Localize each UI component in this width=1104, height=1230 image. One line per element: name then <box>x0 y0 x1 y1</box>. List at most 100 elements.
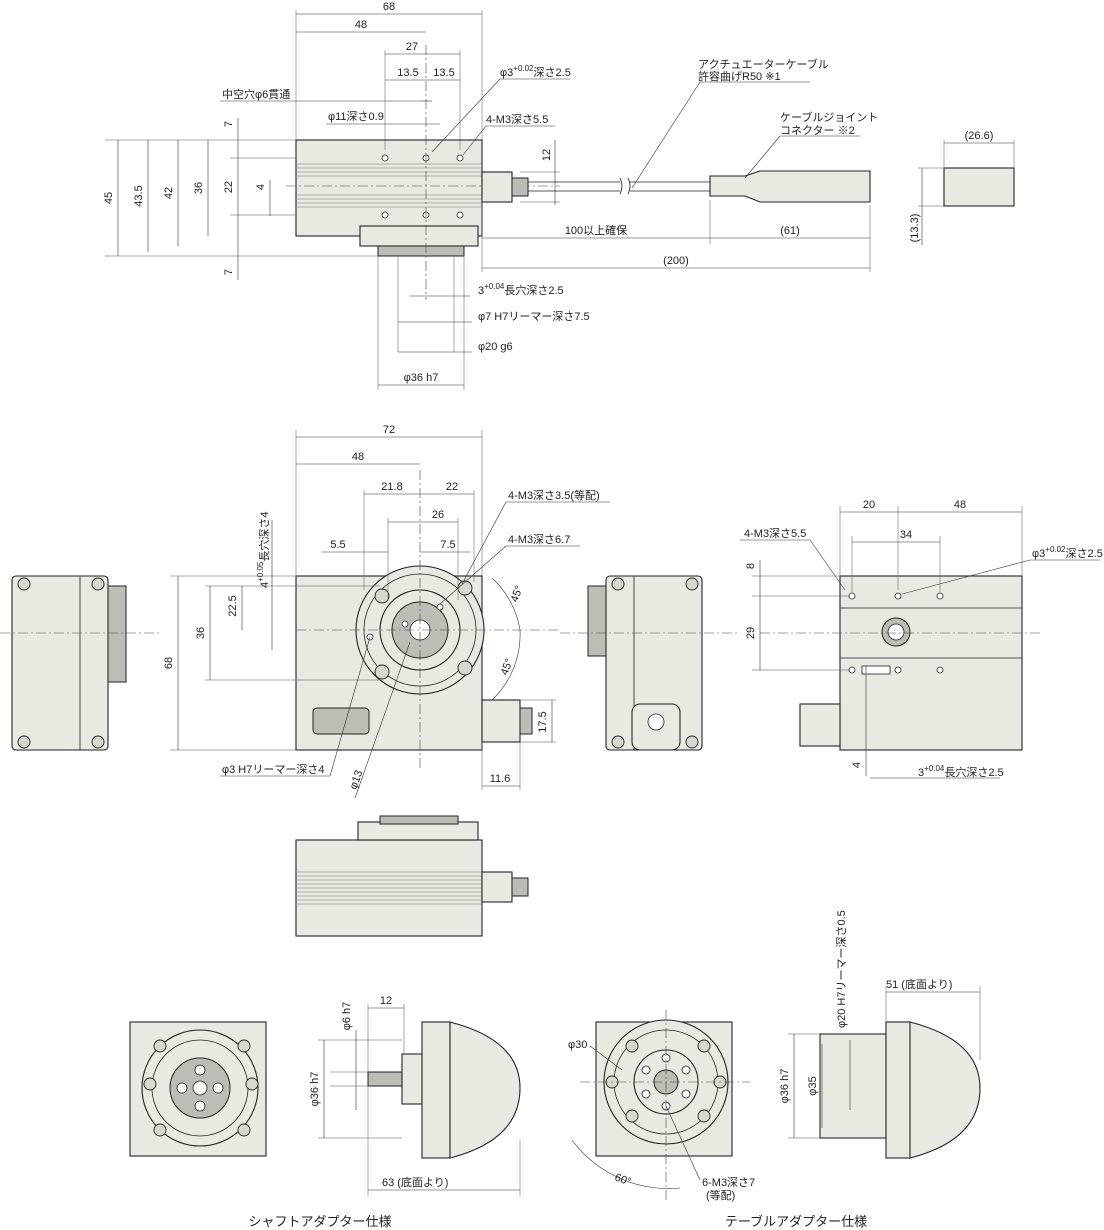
phi6-label: φ6 h7 <box>341 1002 353 1031</box>
top-view: 68 48 27 13.5 13.5 中空穴φ6貫通 φ11深さ0.9 φ3+0… <box>103 1 1015 390</box>
connector-front <box>481 699 521 743</box>
m3-depth-label: 4-M3深さ5.5 <box>486 113 548 126</box>
dim-5-5: 5.5 <box>330 539 345 551</box>
len-61-label: (61) <box>780 225 800 237</box>
dim-4: 4 <box>255 184 267 190</box>
dim-8: 8 <box>745 563 757 569</box>
m3-3-5-label: 4-M3深さ3.5(等配) <box>508 488 600 502</box>
nameplate <box>312 707 370 735</box>
m3-7b-label: (等配) <box>706 1188 735 1202</box>
dim-45: 45 <box>103 192 115 204</box>
m3-hole <box>456 154 464 162</box>
phi36-table-label: φ36 h7 <box>779 1069 791 1104</box>
dim-36: 36 <box>193 182 205 194</box>
dim-7-5: 7.5 <box>440 539 455 551</box>
output-flange-top <box>359 225 479 247</box>
dim-34: 34 <box>900 529 912 541</box>
m3-hole <box>456 211 464 219</box>
dim-17-5: 17.5 <box>537 711 549 732</box>
m3-7-label: 6-M3深さ7 <box>702 1176 755 1189</box>
dim-68-front: 68 <box>163 657 175 669</box>
front-view: 72 48 21.8 22 26 5.5 7.5 4-M3深さ3.5(等配) 4… <box>163 424 610 799</box>
dim-20: 20 <box>863 499 875 511</box>
phi3-right-label: φ3+0.02深さ2.5 <box>1032 545 1103 560</box>
flange-screw <box>374 588 390 604</box>
output-shaft-side <box>367 1071 405 1087</box>
secure-100-label: 100以上確保 <box>565 223 627 237</box>
dim-26: 26 <box>432 509 444 521</box>
dim-12: 12 <box>541 149 553 161</box>
dim-48-front: 48 <box>352 451 364 463</box>
output-shaft-top <box>377 245 465 257</box>
dim-7-top: 7 <box>223 121 235 127</box>
phi20-label: φ20 g6 <box>478 341 513 353</box>
dim-36-front: 36 <box>195 627 207 639</box>
len-12-label: 12 <box>380 995 392 1007</box>
conn-height-label: (13.3) <box>909 214 921 243</box>
phi36-shaft-label: φ36 h7 <box>309 1072 321 1107</box>
dim-22-front: 22 <box>446 481 458 493</box>
flange-screw <box>374 664 390 680</box>
slot4-label: 4+0.05長穴深さ4 <box>256 512 271 589</box>
slot-right-label: 3+0.04長穴深さ2.5 <box>918 764 1004 779</box>
dim-22: 22 <box>223 181 235 193</box>
angle-45-bottom: 45° <box>499 657 516 677</box>
dim-42: 42 <box>163 187 175 199</box>
shaft-adapter-spec: φ6 h7 12 φ36 h7 63 (底面より) シャフトアダプター仕様 <box>129 995 521 1229</box>
dim-7-bottom: 7 <box>223 269 235 275</box>
reamer3-label: φ3 H7リーマー深さ4 <box>222 763 325 776</box>
m3-hole <box>381 211 389 219</box>
cable-joint-label-2: コネクター ※2 <box>780 124 855 137</box>
dim-13-5-left: 13.5 <box>397 67 418 79</box>
cable-joint-label-1: ケーブルジョイント <box>780 110 878 124</box>
cable-joint-connector <box>709 170 871 203</box>
conn-width-label: (26.6) <box>965 130 994 142</box>
dim-4-right: 4 <box>851 762 863 768</box>
rear-side-view <box>560 575 740 751</box>
table-adapter-spec: φ30 60° 6-M3深さ7 (等配) φ36 h7 φ35 φ20 H7リー… <box>568 910 981 1229</box>
dim-48: 48 <box>355 19 367 31</box>
m3-hole <box>381 154 389 162</box>
phi36-label: φ36 h7 <box>404 372 439 384</box>
dim-29: 29 <box>745 627 757 639</box>
dim-13-5-right: 13.5 <box>433 67 454 79</box>
actuator-body-top <box>295 139 483 237</box>
phi11-label: φ11深さ0.9 <box>328 110 384 123</box>
phi30-label: φ30 <box>568 1039 587 1051</box>
len-63-label: 63 (底面より) <box>382 1175 448 1189</box>
shaft-adapter-caption: シャフトアダプター仕様 <box>248 1214 391 1229</box>
len-51-label: 51 (底面より) <box>886 977 952 991</box>
m3-6-7-label: 4-M3深さ6.7 <box>508 533 570 546</box>
flange-screw <box>457 660 473 676</box>
actuator-cable-label-1: アクチュエーターケーブル <box>698 57 829 71</box>
dim-27: 27 <box>406 41 418 53</box>
slot-label: 3+0.04長穴深さ2.5 <box>478 282 564 297</box>
phi3-label: φ3+0.02深さ2.5 <box>500 64 571 79</box>
dim-72: 72 <box>383 424 395 436</box>
dim-48-right: 48 <box>954 499 966 511</box>
flange-screw <box>457 580 473 596</box>
dim-68: 68 <box>383 1 395 13</box>
table-side <box>819 1033 887 1139</box>
hollow-hole-label: 中空穴φ6貫通 <box>222 87 290 101</box>
connector-end-view <box>943 167 1015 207</box>
actuator-cable-label-2: 許容曲げR50 ※1 <box>698 69 781 83</box>
connector-nut <box>511 177 529 197</box>
cable-connector <box>481 171 513 203</box>
right-view: 20 48 34 4-M3深さ5.5 φ3+0.02深さ2.5 8 29 4 3… <box>740 499 1103 779</box>
angle-45-top: 45° <box>509 584 526 604</box>
m3-right-label: 4-M3深さ5.5 <box>744 527 806 540</box>
phi13-label: φ13 <box>348 769 366 791</box>
table-adapter-caption: テーブルアダプター仕様 <box>725 1214 867 1229</box>
reamer20-label: φ20 H7リーマー深さ0.5 <box>835 910 848 1028</box>
bottom-view <box>295 815 529 937</box>
reamer7-label: φ7 H7リーマー深さ7.5 <box>478 310 590 323</box>
dim-43-5: 43.5 <box>133 185 145 206</box>
dim-11-6: 11.6 <box>490 773 511 785</box>
angle-60-label: 60° <box>613 1172 633 1189</box>
left-side-view <box>0 575 160 751</box>
phi35-label: φ35 <box>807 1076 819 1095</box>
len-200-label: (200) <box>663 255 689 267</box>
dim-21-8: 21.8 <box>381 481 402 493</box>
